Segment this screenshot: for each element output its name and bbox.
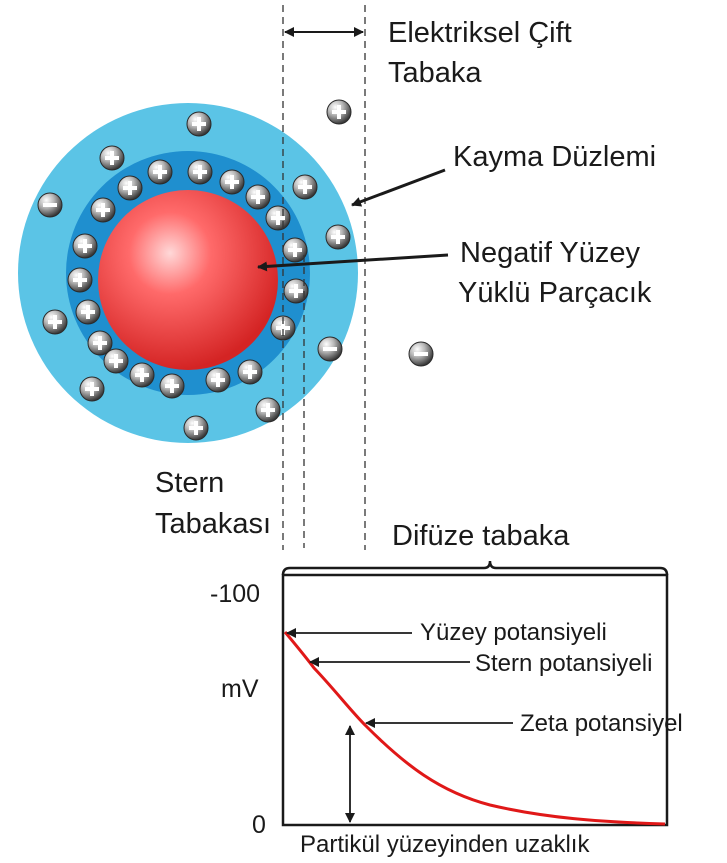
zeta-potential-label: Zeta potansiyel — [520, 710, 683, 737]
diffuse-layer-brace — [283, 561, 667, 575]
slipping-plane-label: Kayma Düzlemi — [453, 141, 656, 173]
positive-ion — [266, 206, 290, 230]
charged-particle — [98, 190, 278, 370]
positive-ion — [220, 170, 244, 194]
positive-ion — [80, 377, 104, 401]
negative-ion — [318, 337, 342, 361]
positive-ion — [76, 300, 100, 324]
diffuse-layer-label: Difüze tabaka — [392, 520, 570, 552]
particle-label-2: Yüklü Parçacık — [458, 277, 652, 309]
y-axis-top-label: -100 — [210, 580, 260, 608]
positive-ion — [104, 349, 128, 373]
positive-ion — [206, 368, 230, 392]
negative-ion — [38, 193, 62, 217]
y-axis-bottom-label: 0 — [252, 811, 266, 839]
positive-ion — [43, 310, 67, 334]
positive-ion — [293, 175, 317, 199]
positive-ion — [187, 112, 211, 136]
slipping-plane-arrow — [352, 170, 445, 205]
double-layer-label-2: Tabaka — [388, 57, 482, 89]
negative-ion — [409, 342, 433, 366]
potential-graph: -100 mV 0 Yüzey potansiyeli Stern potans… — [210, 575, 683, 858]
positive-ion — [246, 185, 270, 209]
positive-ion — [184, 416, 208, 440]
positive-ion — [118, 176, 142, 200]
positive-ion — [73, 234, 97, 258]
stern-layer-label-2: Tabakası — [155, 508, 271, 540]
positive-ion — [130, 363, 154, 387]
y-axis-unit-label: mV — [221, 675, 259, 703]
stern-layer-label-1: Stern — [155, 467, 224, 499]
positive-ion — [327, 100, 351, 124]
double-layer-label-1: Elektriksel Çift — [388, 17, 572, 49]
positive-ion — [188, 160, 212, 184]
positive-ion — [68, 268, 92, 292]
positive-ion — [91, 198, 115, 222]
positive-ion — [160, 374, 184, 398]
x-axis-label: Partikül yüzeyinden uzaklık — [300, 831, 590, 858]
positive-ion — [326, 225, 350, 249]
surface-potential-label: Yüzey potansiyeli — [420, 619, 607, 646]
positive-ion — [100, 146, 124, 170]
stern-potential-label: Stern potansiyeli — [475, 650, 652, 677]
particle-label-1: Negatif Yüzey — [460, 237, 641, 269]
positive-ion — [238, 360, 262, 384]
positive-ion — [148, 160, 172, 184]
positive-ion — [256, 398, 280, 422]
